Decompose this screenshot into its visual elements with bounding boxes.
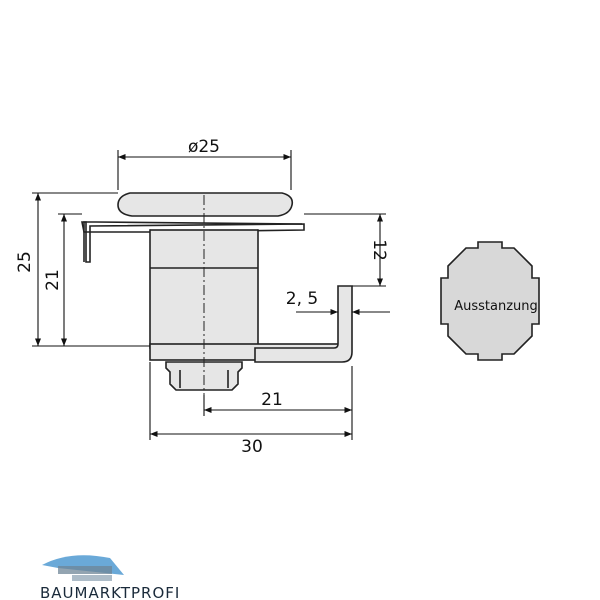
cutout-label: Ausstanzung bbox=[454, 299, 538, 314]
dim-cam-thickness: 2, 5 bbox=[286, 289, 318, 309]
mounting-sheet bbox=[83, 221, 303, 262]
brand-name: BAUMARKTPROFI bbox=[40, 584, 180, 600]
dim-cam-length-short: 21 bbox=[261, 390, 283, 410]
dim-cam-offset: 12 bbox=[369, 239, 389, 261]
dim-diameter: ø25 bbox=[188, 137, 220, 157]
cutout-shape bbox=[440, 241, 540, 361]
flange-plate bbox=[81, 221, 305, 263]
dimension-lines bbox=[32, 150, 390, 440]
dim-total-height: 25 bbox=[15, 251, 35, 273]
dim-cam-length-long: 30 bbox=[241, 437, 263, 457]
lock-head bbox=[117, 192, 294, 217]
cam-arm bbox=[254, 285, 353, 363]
dim-body-height: 21 bbox=[43, 269, 63, 291]
brand-logo: BAUMARKTPROFI bbox=[40, 555, 180, 600]
